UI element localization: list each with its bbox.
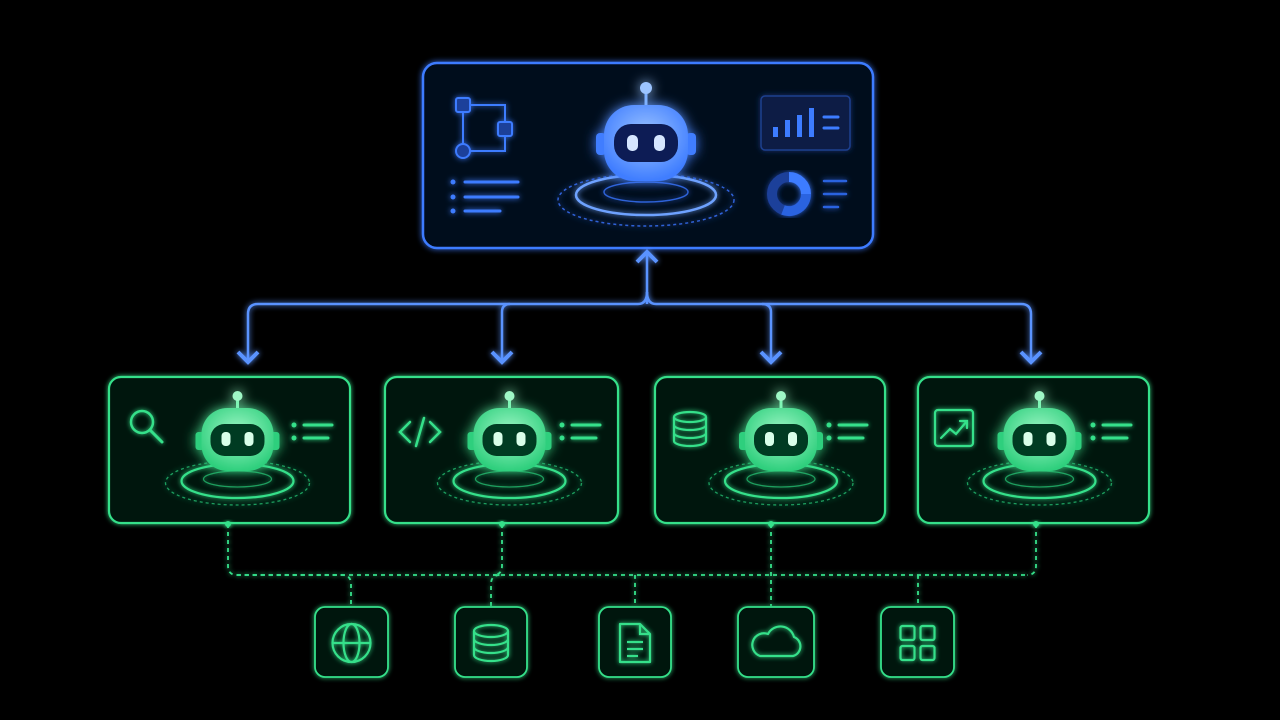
donut-chart-icon xyxy=(767,172,848,217)
database-icon xyxy=(672,410,708,448)
resource-tile-cloud xyxy=(737,606,815,678)
robot-icon xyxy=(596,82,696,181)
resource-tile-apps xyxy=(880,606,955,678)
trend-chart-icon xyxy=(933,408,975,448)
code-icon xyxy=(398,416,442,448)
resource-tile-frame xyxy=(454,606,528,678)
orchestrator-connectors xyxy=(236,249,1043,365)
grid-icon xyxy=(899,624,936,662)
agent-card-search xyxy=(107,375,352,525)
globe-icon xyxy=(331,622,372,664)
robot-icon xyxy=(467,391,552,471)
agent-card-analytics xyxy=(916,375,1151,525)
resource-tile-frame xyxy=(880,606,955,678)
robot-icon xyxy=(739,391,823,471)
agent-card-database xyxy=(653,375,887,525)
bar-chart-icon xyxy=(760,95,851,151)
resource-tile-document xyxy=(598,606,672,678)
document-icon xyxy=(618,622,652,664)
robot-icon xyxy=(997,391,1082,471)
agent-list-icon xyxy=(826,422,869,441)
resource-connectors xyxy=(227,524,1037,606)
resource-tile-database xyxy=(454,606,528,678)
agent-card-code xyxy=(383,375,620,525)
resource-tile-web xyxy=(314,606,389,678)
workflow-icon xyxy=(455,97,513,159)
search-icon xyxy=(129,409,164,444)
agent-list-icon xyxy=(1090,422,1133,441)
agent-list-icon xyxy=(559,422,602,441)
agent-list-icon xyxy=(291,422,334,441)
orchestrator-node xyxy=(421,61,875,250)
resource-tile-frame xyxy=(737,606,815,678)
robot-icon xyxy=(195,391,280,471)
cloud-icon xyxy=(751,625,802,658)
resource-row xyxy=(314,606,955,678)
list-icon xyxy=(450,179,520,214)
database-icon xyxy=(472,623,510,663)
agent-row xyxy=(107,375,1151,525)
connector-dots xyxy=(225,521,1039,527)
